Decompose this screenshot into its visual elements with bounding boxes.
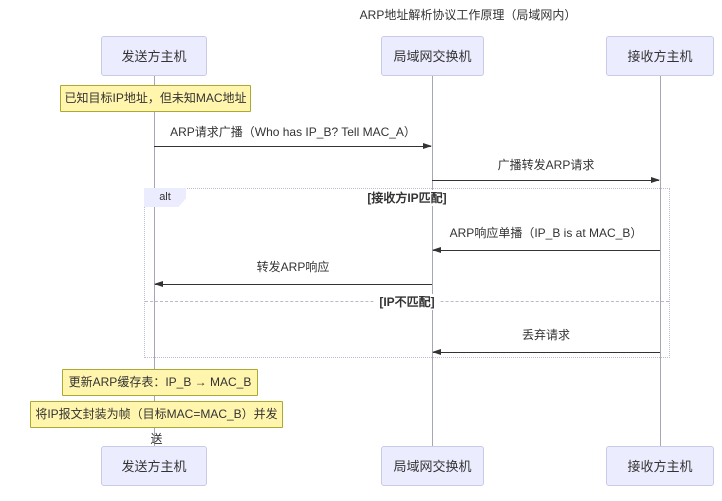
lifeline-receiver <box>660 76 661 446</box>
message-broadcast-forward-arrow <box>432 177 660 183</box>
alt-condition-match: [接收方IP匹配] <box>144 190 670 206</box>
actor-bottom-receiver: 接收方主机 <box>606 446 714 486</box>
actor-bottom-sender: 发送方主机 <box>101 446 207 486</box>
note-encapsulate-frame: 将IP报文封装为帧（目标MAC=MAC_B）并发送 <box>30 401 283 446</box>
message-arp-request-arrow <box>154 143 432 149</box>
note-update-cache: 更新ARP缓存表：IP_B → MAC_B <box>62 369 258 396</box>
actor-top-receiver: 接收方主机 <box>606 36 714 76</box>
message-forward-reply-arrow <box>154 281 432 287</box>
actor-bottom-switch: 局域网交换机 <box>381 446 484 486</box>
actor-top-switch: 局域网交换机 <box>381 36 484 76</box>
message-forward-reply-label: 转发ARP响应 <box>256 260 330 274</box>
alt-frame <box>144 188 670 358</box>
message-discard-arrow <box>432 349 660 355</box>
lifeline-switch <box>432 76 433 446</box>
alt-frame-label: alt <box>144 188 186 207</box>
alt-condition-nomatch: [IP不匹配] <box>144 294 670 310</box>
note-known-ip: 已知目标IP地址，但未知MAC地址 <box>60 85 251 112</box>
message-broadcast-forward-label: 广播转发ARP请求 <box>497 158 595 172</box>
message-arp-request-label: ARP请求广播（Who has IP_B? Tell MAC_A） <box>170 125 416 139</box>
message-discard-label: 丢弃请求 <box>521 328 570 342</box>
message-arp-reply-label: ARP响应单播（IP_B is at MAC_B） <box>449 226 643 240</box>
actor-top-sender: 发送方主机 <box>101 36 207 76</box>
message-arp-reply-arrow <box>432 247 660 253</box>
diagram-title: ARP地址解析协议工作原理（局域网内） <box>359 8 577 22</box>
lifeline-sender <box>154 76 155 446</box>
